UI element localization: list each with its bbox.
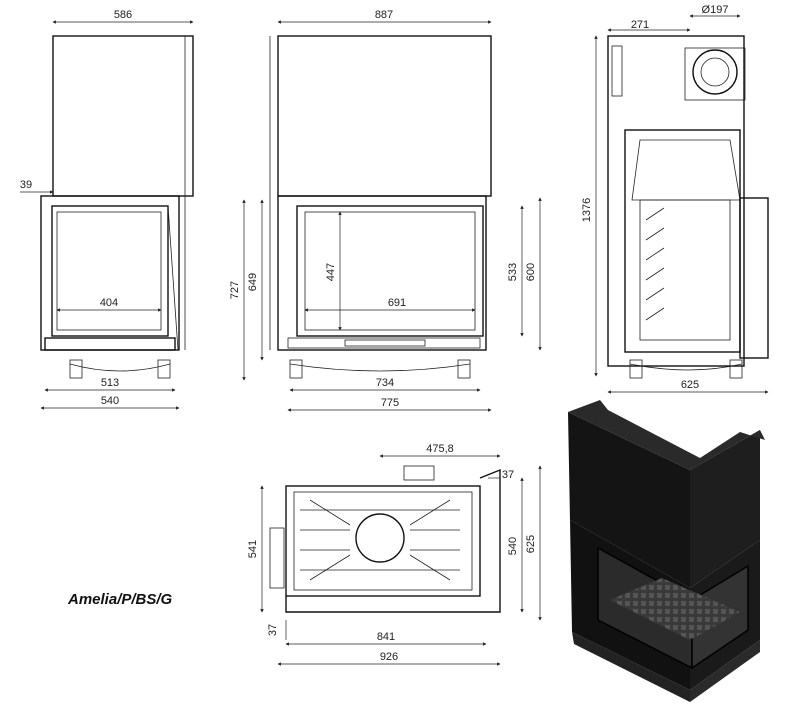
plan-view: 475,8 37 540 625 541 37 841 926 xyxy=(247,443,542,666)
dim-bottom-37: 37 xyxy=(267,624,279,636)
dim-447: 447 xyxy=(325,263,337,281)
dim-404: 404 xyxy=(100,297,118,309)
dim-1376: 1376 xyxy=(581,198,593,222)
dim-775: 775 xyxy=(381,397,399,409)
dim-475-8: 475,8 xyxy=(426,443,454,455)
dim-533: 533 xyxy=(507,263,519,281)
dim-586: 586 xyxy=(114,9,132,21)
dim-841: 841 xyxy=(377,631,395,643)
dim-541: 541 xyxy=(247,540,259,558)
front-door xyxy=(51,205,169,337)
side-chimney-hood xyxy=(277,35,492,197)
side-glass xyxy=(304,211,476,331)
dim-flue-diameter: Ø197 xyxy=(702,4,729,16)
dim-540: 540 xyxy=(101,395,119,407)
fireplace-3d-render xyxy=(568,400,765,702)
model-name: Amelia/P/BS/G xyxy=(67,591,173,608)
section-outline xyxy=(607,35,745,367)
side-view: 887 727 649 447 691 533 600 734 775 xyxy=(229,9,542,412)
front-chimney-hood xyxy=(52,35,194,197)
dim-271: 271 xyxy=(631,19,649,31)
dim-513: 513 xyxy=(101,377,119,389)
dim-625: 625 xyxy=(681,379,699,391)
dim-39: 39 xyxy=(20,179,32,191)
flue-outlet xyxy=(692,49,738,95)
dim-926: 926 xyxy=(380,651,398,663)
front-glass xyxy=(56,211,162,331)
dim-540-plan: 540 xyxy=(507,537,519,555)
dim-887: 887 xyxy=(375,9,393,21)
side-door xyxy=(296,205,484,337)
front-view: 586 39 404 513 540 xyxy=(20,9,194,410)
dim-727: 727 xyxy=(229,281,241,299)
dim-625-plan: 625 xyxy=(525,535,537,553)
dim-734: 734 xyxy=(376,377,394,389)
front-body xyxy=(40,195,180,351)
side-body xyxy=(277,195,487,351)
plan-body xyxy=(285,485,481,597)
dim-600: 600 xyxy=(525,263,537,281)
section-view: 271 Ø197 1376 625 xyxy=(581,4,769,394)
dim-691: 691 xyxy=(388,297,406,309)
dim-right-37: 37 xyxy=(502,469,514,481)
dim-649: 649 xyxy=(247,273,259,291)
plan-flue xyxy=(355,513,405,563)
